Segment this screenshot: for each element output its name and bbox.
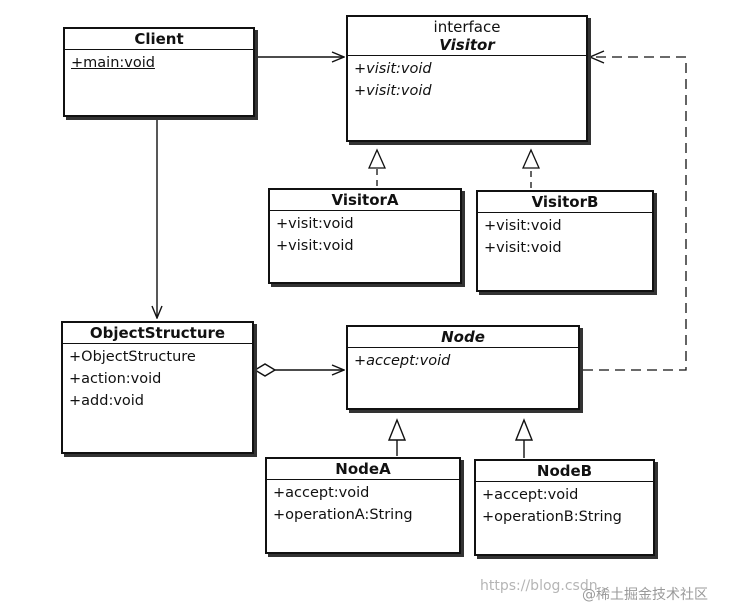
class-client-title: Client xyxy=(65,29,253,50)
watermark-url: https://blog.csdn xyxy=(480,578,598,594)
watermark-site: @稀土掘金技术社区 xyxy=(582,587,708,603)
generalization-nodea-triangle xyxy=(387,418,407,441)
class-visitorb-title: VisitorB xyxy=(478,192,652,213)
class-objectstructure-title: ObjectStructure xyxy=(63,323,252,344)
class-visitora-title: VisitorA xyxy=(270,190,460,211)
class-objectstructure[interactable]: ObjectStructure +ObjectStructure +action… xyxy=(61,321,254,454)
class-client[interactable]: Client +main:void xyxy=(63,27,255,117)
interface-visitor-member: +visit:void xyxy=(354,61,432,77)
interface-visitor-title: interface Visitor xyxy=(348,17,586,56)
class-client-member: +main:void xyxy=(71,55,155,71)
class-objectstructure-member: +ObjectStructure xyxy=(69,349,196,365)
class-nodea[interactable]: NodeA +accept:void +operationA:String xyxy=(265,457,461,554)
interface-visitor-member: +visit:void xyxy=(354,83,432,99)
class-nodea-member: +accept:void xyxy=(273,485,370,501)
class-visitorb[interactable]: VisitorB +visit:void +visit:void xyxy=(476,190,654,292)
class-objectstructure-member: +add:void xyxy=(69,393,145,409)
generalization-nodeb-triangle xyxy=(514,418,534,441)
interface-stereotype: interface xyxy=(433,18,501,36)
class-node[interactable]: Node +accept:void xyxy=(346,325,580,410)
class-visitora[interactable]: VisitorA +visit:void +visit:void xyxy=(268,188,462,284)
dependency-node-visitor xyxy=(583,56,687,371)
class-node-member: +accept:void xyxy=(354,353,451,369)
realization-visitora-triangle xyxy=(367,148,387,169)
class-node-title: Node xyxy=(348,327,578,348)
interface-name: Visitor xyxy=(439,36,495,54)
interface-visitor[interactable]: interface Visitor +visit:void +visit:voi… xyxy=(346,15,588,142)
class-nodea-member: +operationA:String xyxy=(273,507,413,523)
aggregation-diamond xyxy=(253,363,277,377)
dependency-arrowhead xyxy=(588,50,605,64)
class-nodeb-member: +operationB:String xyxy=(482,509,622,525)
class-nodeb-title: NodeB xyxy=(476,461,653,482)
class-visitora-member: +visit:void xyxy=(276,216,354,232)
class-visitorb-member: +visit:void xyxy=(484,218,562,234)
class-objectstructure-member: +action:void xyxy=(69,371,162,387)
class-nodea-title: NodeA xyxy=(267,459,459,480)
class-nodeb-member: +accept:void xyxy=(482,487,579,503)
class-visitora-member: +visit:void xyxy=(276,238,354,254)
class-visitorb-member: +visit:void xyxy=(484,240,562,256)
realization-visitorb-triangle xyxy=(521,148,541,169)
class-nodeb[interactable]: NodeB +accept:void +operationB:String xyxy=(474,459,655,556)
